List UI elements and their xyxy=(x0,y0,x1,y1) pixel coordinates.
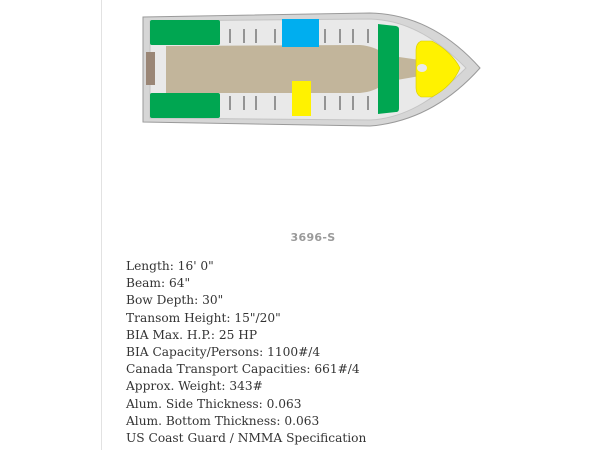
spec-list: Length: 16' 0" Beam: 64" Bow Depth: 30" … xyxy=(126,258,366,447)
spec-max-hp: BIA Max. H.P.: 25 HP xyxy=(126,327,258,342)
rear-seat-port xyxy=(150,20,220,45)
spec-beam: Beam: 64" xyxy=(126,276,191,291)
boat-layout-diagram xyxy=(142,12,481,127)
spec-certification: US Coast Guard / NMMA Specification xyxy=(126,431,367,446)
spec-side-thickness: Alum. Side Thickness: 0.063 xyxy=(126,396,302,411)
spec-canada-capacity: Canada Transport Capacities: 661#/4 xyxy=(126,362,360,377)
deck-floor xyxy=(166,45,426,93)
cooler xyxy=(282,19,319,47)
model-number: 3696-S xyxy=(290,231,336,244)
rear-seat-starboard xyxy=(150,93,220,118)
bow-seat xyxy=(415,40,461,98)
spec-weight: Approx. Weight: 343# xyxy=(126,379,263,394)
divider xyxy=(101,0,102,450)
motor-mount xyxy=(146,52,155,85)
spec-bia-capacity: BIA Capacity/Persons: 1100#/4 xyxy=(126,345,321,360)
front-seat xyxy=(378,24,399,114)
spec-bottom-thickness: Alum. Bottom Thickness: 0.063 xyxy=(126,413,320,428)
middle-seat xyxy=(292,81,311,116)
spec-transom-height: Transom Height: 15"/20" xyxy=(126,310,281,325)
spec-bow-depth: Bow Depth: 30" xyxy=(126,293,224,308)
ribs xyxy=(229,29,369,110)
spec-length: Length: 16' 0" xyxy=(126,259,214,273)
bow-cleat xyxy=(417,64,427,72)
